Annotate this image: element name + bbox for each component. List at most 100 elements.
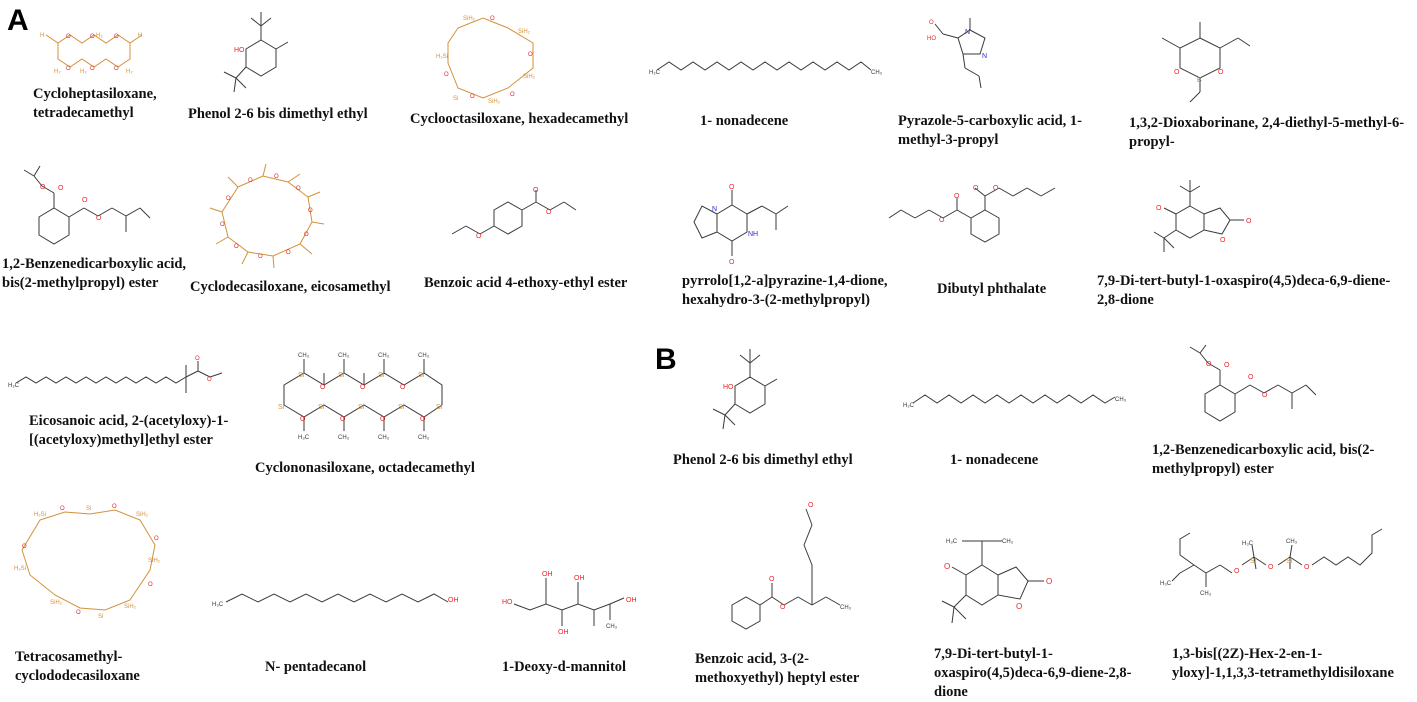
- svg-text:OH: OH: [448, 597, 459, 604]
- svg-text:O: O: [1218, 69, 1224, 76]
- svg-text:O: O: [533, 187, 539, 194]
- svg-text:H₂Si: H₂Si: [34, 512, 46, 518]
- svg-text:O: O: [1262, 392, 1268, 399]
- structure-phenol: HO: [223, 12, 289, 93]
- svg-text:O: O: [234, 244, 239, 250]
- svg-text:O: O: [274, 174, 279, 180]
- svg-text:CH₃: CH₃: [378, 353, 390, 359]
- svg-text:Si: Si: [398, 404, 405, 411]
- svg-text:H₂: H₂: [80, 69, 87, 75]
- svg-text:O: O: [939, 217, 945, 224]
- svg-text:CH₃: CH₃: [1286, 539, 1298, 545]
- svg-text:O: O: [258, 254, 263, 260]
- svg-text:Si: Si: [358, 404, 365, 411]
- svg-text:Si: Si: [436, 404, 443, 411]
- compound-dioxaborinane: O O B 1,3,2-Dioxaborinane, 2,4-diethyl-5…: [1120, 0, 1410, 150]
- svg-text:O: O: [114, 34, 119, 40]
- svg-text:CH₃: CH₃: [1115, 397, 1127, 403]
- structure-nonadecene-a: H₂C CH₃: [649, 61, 883, 76]
- svg-text:NH: NH: [748, 231, 758, 238]
- svg-text:SiH₂: SiH₂: [136, 512, 149, 518]
- svg-text:O: O: [470, 94, 475, 100]
- svg-text:H₂Si: H₂Si: [436, 54, 448, 60]
- compound-oxaspiro-a: O O O 7,9-Di-tert-butyl-1-oxaspiro(4,5)d…: [1090, 150, 1410, 320]
- compound-name: 7,9-Di-tert-butyl-1-oxaspiro(4,5)deca-6,…: [934, 646, 1132, 700]
- svg-text:SiH₂: SiH₂: [124, 604, 137, 610]
- svg-text:O: O: [296, 186, 301, 192]
- structure-benzoic-heptyl: O O O CH₃: [731, 502, 852, 630]
- svg-text:O: O: [769, 576, 775, 583]
- svg-text:CH₃: CH₃: [871, 70, 883, 76]
- svg-text:CH₃: CH₃: [418, 435, 430, 441]
- svg-text:H₃C: H₃C: [212, 602, 224, 608]
- compound-name: Eicosanoic acid, 2-(acetyloxy)-1-[(acety…: [29, 413, 229, 448]
- svg-text:H₂C: H₂C: [903, 403, 915, 409]
- svg-text:H₃C: H₃C: [298, 435, 310, 441]
- svg-text:O: O: [112, 504, 117, 510]
- svg-text:Si: Si: [378, 372, 385, 379]
- svg-text:O: O: [154, 536, 159, 542]
- svg-text:CH₃: CH₃: [606, 624, 618, 630]
- compound-name: pyrrolo[1,2-a]pyrazine-1,4-dione, hexahy…: [682, 273, 888, 308]
- svg-text:O: O: [207, 377, 212, 383]
- panel-label-a: A: [7, 4, 29, 37]
- compound-phenol-b: HO Phenol 2-6 bis dimethyl ethyl: [665, 345, 880, 475]
- svg-text:O: O: [973, 185, 979, 192]
- svg-text:Si: Si: [1250, 558, 1257, 565]
- svg-text:Si: Si: [86, 506, 91, 512]
- svg-text:O: O: [1268, 564, 1274, 571]
- compound-name: Benzoic acid 4-ethoxy-ethyl ester: [424, 275, 628, 291]
- svg-text:H: H: [138, 33, 142, 39]
- svg-text:O: O: [993, 185, 999, 192]
- svg-text:O: O: [90, 66, 95, 72]
- svg-text:Si: Si: [278, 404, 285, 411]
- svg-text:SiH₂: SiH₂: [523, 74, 536, 80]
- svg-text:O: O: [729, 184, 735, 191]
- svg-text:O: O: [226, 196, 231, 202]
- compound-nonadecene-a: H₂C CH₃ 1- nonadecene: [645, 0, 885, 150]
- compound-name: 1-Deoxy-d-mannitol: [502, 659, 627, 675]
- svg-text:SiH₂: SiH₂: [518, 29, 531, 35]
- svg-text:O: O: [82, 197, 88, 204]
- svg-text:SiH₂: SiH₂: [50, 600, 63, 606]
- svg-text:O: O: [308, 208, 313, 214]
- svg-text:Si: Si: [298, 372, 305, 379]
- svg-text:SiH₂: SiH₂: [148, 558, 161, 564]
- compound-name: Phenol 2-6 bis dimethyl ethyl: [188, 106, 368, 122]
- svg-text:H₃C: H₃C: [1160, 581, 1172, 587]
- panel-label-b: B: [655, 343, 677, 376]
- compound-phenol: HO Phenol 2-6 bis dimethyl ethyl: [180, 0, 390, 150]
- svg-text:O: O: [148, 582, 153, 588]
- svg-text:Si: Si: [418, 372, 425, 379]
- svg-text:O: O: [1246, 218, 1252, 225]
- structure-benzenedicarboxylic-b: O O O O: [1189, 344, 1317, 422]
- compound-pyrazole: N N O HO Pyrazole-5-carboxylic acid, 1-m…: [895, 0, 1115, 150]
- structure-pyrrolopyrazine: O O N NH: [693, 184, 789, 266]
- svg-text:SiH₂: SiH₂: [463, 16, 476, 22]
- svg-text:O: O: [304, 232, 309, 238]
- svg-text:O: O: [380, 416, 386, 423]
- svg-text:H₃C: H₃C: [946, 539, 958, 545]
- svg-text:Si: Si: [453, 96, 458, 102]
- compound-name: N- pentadecanol: [265, 659, 367, 675]
- svg-text:H₂: H₂: [126, 69, 133, 75]
- svg-text:CH₃: CH₃: [1002, 539, 1014, 545]
- svg-text:Si: Si: [1286, 558, 1293, 565]
- svg-text:O: O: [510, 92, 515, 98]
- compound-name: Cyclodecasiloxane, eicosamethyl: [190, 279, 391, 295]
- svg-text:O: O: [954, 193, 960, 200]
- svg-text:B: B: [1197, 77, 1202, 84]
- compound-name: 1,2-Benzenedicarboxylic acid, bis(2-meth…: [1152, 442, 1375, 477]
- svg-text:CH₃: CH₃: [418, 353, 430, 359]
- compound-name: Tetracosamethyl-cyclododecasiloxane: [15, 649, 140, 684]
- compound-name: 1,2-Benzenedicarboxylic acid, bis(2-meth…: [2, 256, 187, 291]
- svg-text:O: O: [66, 66, 71, 72]
- svg-text:OH: OH: [626, 597, 637, 604]
- compound-name: 1,3-bis[(2Z)-Hex-2-en-1-yloxy]-1,1,3,3-t…: [1172, 646, 1394, 681]
- svg-text:O: O: [1220, 237, 1226, 244]
